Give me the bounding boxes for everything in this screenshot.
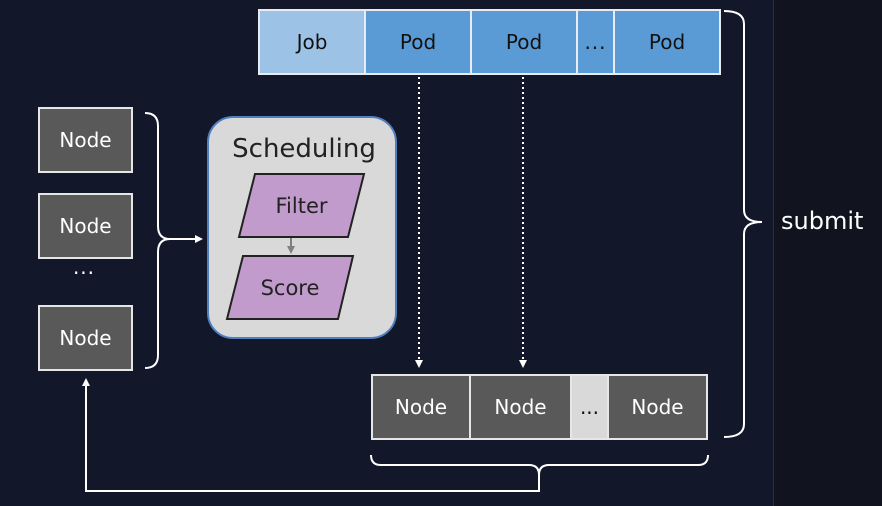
job-cell: Job [258, 9, 366, 75]
filter-label: Filter [275, 193, 328, 218]
pod-label-2: Pod [505, 30, 543, 54]
bottom-node-3: Node [607, 374, 708, 440]
bottom-node-dots-label: ... [579, 395, 600, 419]
pod-label-1: Pod [399, 30, 437, 54]
job-label: Job [296, 30, 328, 54]
pod-label-3: Pod [648, 30, 686, 54]
right-panel [773, 0, 882, 506]
left-node-2-label: Node [59, 214, 112, 238]
bottom-node-2-label: Node [494, 395, 547, 419]
left-nodes-brace [144, 112, 171, 369]
pod-dots-label: ... [584, 30, 607, 54]
score-label: Score [260, 275, 320, 300]
return-arrow [82, 378, 540, 492]
left-node-2: Node [38, 193, 133, 259]
bottom-node-1-label: Node [394, 395, 448, 419]
pod-cell-1: Pod [364, 9, 472, 75]
filter-stage [237, 173, 366, 238]
score-stage [225, 255, 355, 320]
pod-cell-3: Pod [613, 9, 721, 75]
bottom-node-2: Node [469, 374, 572, 440]
bottom-node-dots-cell: ... [570, 374, 609, 440]
bottom-node-3-label: Node [631, 395, 684, 419]
left-node-3: Node [38, 305, 133, 371]
left-node-3-label: Node [59, 326, 112, 350]
left-node-1-label: Node [59, 128, 112, 152]
submit-label: submit [781, 207, 864, 235]
submit-brace [723, 10, 763, 438]
bottom-node-1: Node [371, 374, 471, 440]
scheduling-title: Scheduling [232, 134, 376, 164]
bottom-nodes-brace [370, 454, 709, 476]
left-node-1: Node [38, 107, 133, 173]
left-nodes-ellipsis: ... [72, 255, 96, 279]
